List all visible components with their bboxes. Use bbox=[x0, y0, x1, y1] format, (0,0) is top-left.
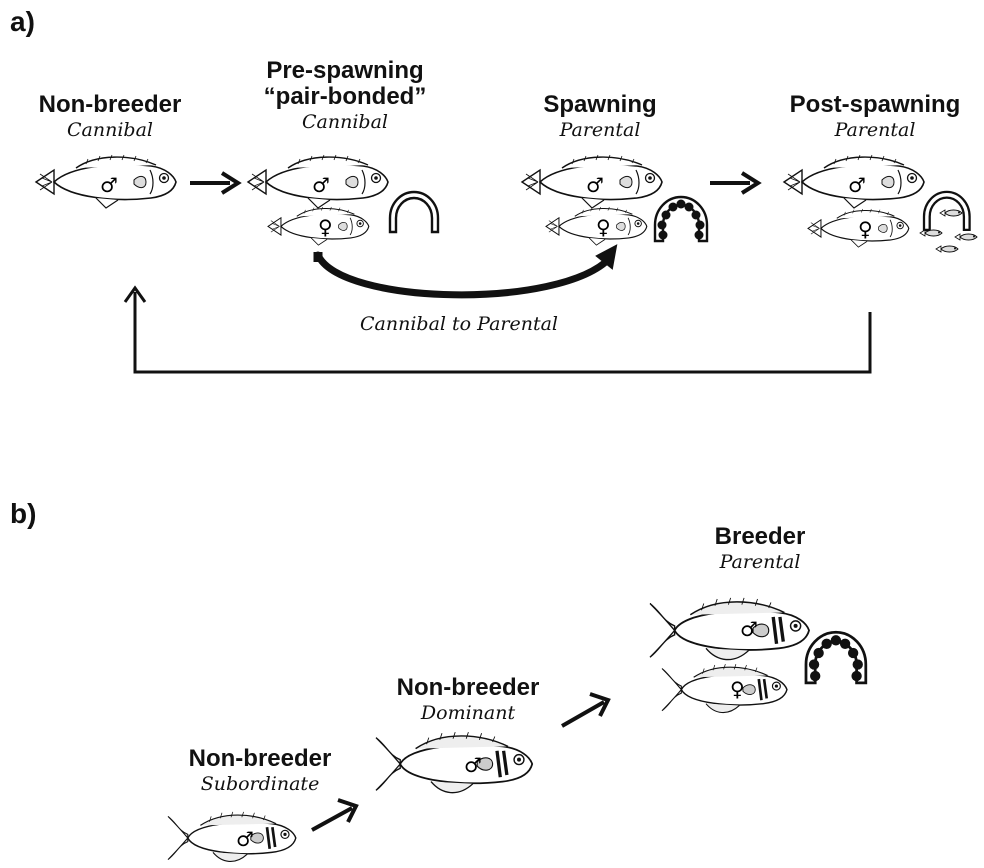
male-symbol: ♂ bbox=[100, 173, 118, 197]
arrow-right-icon bbox=[710, 173, 758, 193]
fry-icon bbox=[940, 210, 962, 216]
egg-nest-icon bbox=[806, 632, 866, 683]
male-symbol: ♂ bbox=[586, 173, 604, 197]
empty-nest-icon bbox=[390, 192, 438, 232]
male-symbol: ♂ bbox=[848, 173, 866, 197]
male-symbol: ♂ bbox=[464, 753, 482, 777]
fry-icon bbox=[955, 234, 977, 240]
arrow-right-icon bbox=[190, 173, 238, 193]
fry-icon bbox=[920, 230, 942, 236]
female-symbol: ♀ bbox=[318, 215, 333, 239]
arrow-diagonal-icon bbox=[312, 800, 356, 830]
male-symbol: ♂ bbox=[236, 827, 254, 851]
female-symbol: ♀ bbox=[730, 677, 745, 701]
empty-nest-icon bbox=[924, 192, 970, 230]
male-symbol: ♂ bbox=[312, 173, 330, 197]
fry-icon bbox=[936, 246, 958, 252]
female-symbol: ♀ bbox=[596, 215, 611, 239]
male-fish-icon bbox=[168, 812, 296, 862]
arrow-diagonal-icon bbox=[562, 694, 608, 726]
female-fish-icon bbox=[662, 664, 787, 712]
transition-curved-arrow bbox=[318, 246, 616, 295]
female-symbol: ♀ bbox=[858, 217, 873, 241]
male-fish-icon bbox=[650, 598, 809, 660]
male-fish-icon bbox=[376, 732, 532, 793]
return-loop-arrow bbox=[125, 288, 870, 372]
male-symbol: ♂ bbox=[740, 617, 758, 641]
egg-nest-icon bbox=[655, 197, 707, 241]
